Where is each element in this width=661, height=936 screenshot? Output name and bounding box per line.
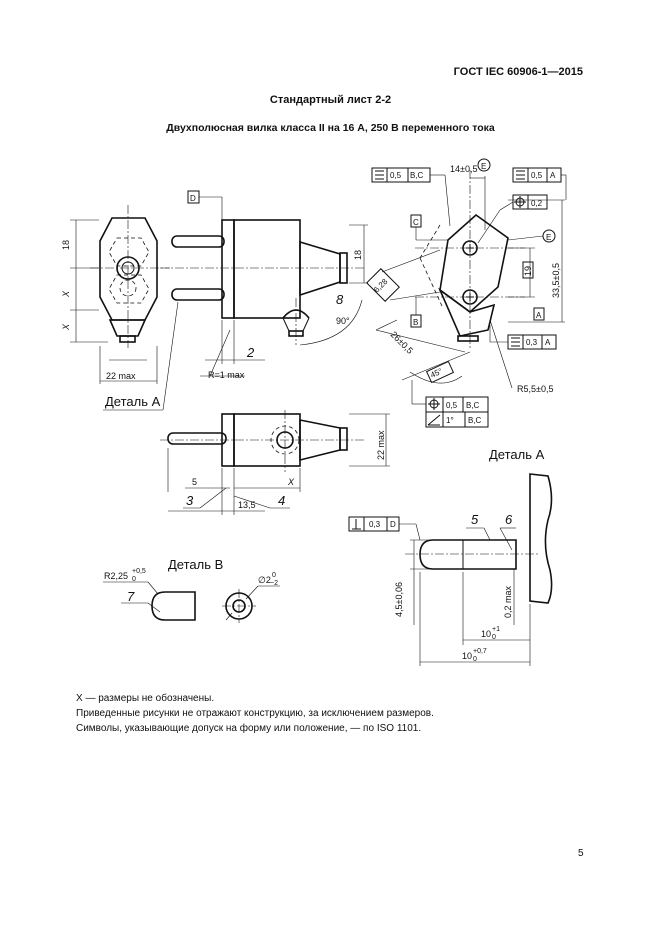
dim-dia-2: ∅2 — [258, 575, 271, 585]
dim-22-max: 22 max — [106, 371, 136, 381]
svg-text:B,C: B,C — [468, 416, 482, 425]
datum-b: B — [413, 318, 418, 327]
sheet-subtitle: Двухполюсная вилка класса II на 16 А, 25… — [166, 122, 495, 134]
dim-5-detail: 5 — [471, 512, 479, 527]
dim-10-b: 10 — [462, 651, 472, 661]
dim-r5-5: R5,5±0,5 — [517, 384, 553, 394]
dim-dia-2-lower: −2 — [270, 580, 278, 587]
svg-text:1°: 1° — [446, 416, 454, 425]
dim-90-deg: 90° — [336, 316, 350, 326]
page-number: 5 — [578, 848, 584, 859]
front-view — [70, 205, 170, 384]
svg-text:A: A — [545, 338, 551, 347]
dim-dia-2-upper: 0 — [272, 572, 276, 579]
svg-text:0,5: 0,5 — [390, 171, 402, 180]
dim-26: 26±0,5 — [389, 329, 415, 355]
side-view — [160, 219, 368, 377]
note-figures: Приведенные рисунки не отражают конструк… — [76, 708, 434, 719]
svg-text:0,5: 0,5 — [531, 171, 543, 180]
dim-2: 2 — [246, 345, 255, 360]
dim-10-a-lower: 0 — [492, 634, 496, 641]
datum-c: C — [413, 218, 419, 227]
dim-18-right: 18 — [353, 250, 363, 260]
svg-text:0,2: 0,2 — [531, 199, 543, 208]
dim-r2-25-upper: +0,5 — [132, 568, 146, 575]
dim-7: 7 — [127, 589, 135, 604]
dim-x-left-1: X — [61, 290, 71, 298]
tolerance-frame-1: 0,5 B,C — [371, 167, 451, 227]
sheet-title: Стандартный лист 2-2 — [269, 94, 392, 106]
detail-a-label: Деталь А — [105, 394, 161, 409]
note-iso-1101: Символы, указывающие допуск на форму или… — [76, 723, 422, 734]
dim-18-left: 18 — [61, 240, 71, 250]
dim-8: 8 — [336, 292, 344, 307]
svg-text:B,C: B,C — [410, 171, 424, 180]
dim-33-5: 33,5±0,5 — [551, 263, 561, 298]
dim-r1-max: R=1 max — [208, 370, 245, 380]
dim-10-b-upper: +0,7 — [473, 648, 487, 655]
bottom-view — [160, 410, 390, 515]
detail-b-title: Деталь В — [168, 557, 223, 572]
detail-b-view — [103, 581, 280, 623]
dim-5: 5 — [192, 477, 197, 487]
tolerance-frame-5: 0,5 B,C 1° B,C — [411, 380, 489, 428]
dim-4: 4 — [278, 493, 285, 508]
svg-text:0,3: 0,3 — [526, 338, 538, 347]
dim-10-a: 10 — [481, 629, 491, 639]
datum-d: D — [190, 194, 196, 203]
svg-text:A: A — [550, 171, 556, 180]
dim-6-28: 6,28 — [372, 277, 390, 295]
dim-14: 14±0,5 — [450, 164, 477, 174]
dim-10-a-upper: +1 — [492, 626, 500, 633]
dim-19: 19 — [523, 266, 533, 276]
svg-text:0,5: 0,5 — [446, 401, 458, 410]
datum-e-top: E — [481, 162, 486, 171]
dim-x-left-2: X — [61, 323, 71, 331]
tolerance-frame-6: 0,3 D — [348, 516, 421, 541]
svg-text:B,C: B,C — [466, 401, 480, 410]
detail-a-view — [405, 473, 553, 666]
angled-view — [375, 170, 565, 389]
document-code: ГОСТ IEC 60906-1—2015 — [453, 66, 583, 78]
dim-6-detail: 6 — [505, 512, 513, 527]
dim-13-5: 13,5 — [238, 500, 256, 510]
dim-4-5: 4,5±0,06 — [394, 582, 404, 617]
dim-r2-25: R2,25 — [104, 571, 128, 581]
datum-e-right: E — [546, 233, 551, 242]
tolerance-frame-4: 0,3 A — [489, 325, 557, 350]
dim-10-b-lower: 0 — [473, 656, 477, 663]
svg-text:0,3: 0,3 — [369, 520, 381, 529]
tolerance-frame-2: 0,5 A — [512, 167, 567, 200]
datum-a: A — [536, 311, 542, 320]
detail-a-title: Деталь А — [489, 447, 545, 462]
tolerance-frame-3: 0,2 — [477, 194, 548, 244]
dim-3: 3 — [186, 493, 194, 508]
svg-text:D: D — [390, 520, 396, 529]
dim-22-max-vertical: 22 max — [376, 430, 386, 460]
note-x-dimensions: X — размеры не обозначены. — [76, 693, 215, 704]
dim-r2-25-lower: 0 — [132, 576, 136, 583]
dim-0-2-max: 0,2 max — [503, 585, 513, 618]
dim-x-bottom: X — [287, 477, 295, 487]
